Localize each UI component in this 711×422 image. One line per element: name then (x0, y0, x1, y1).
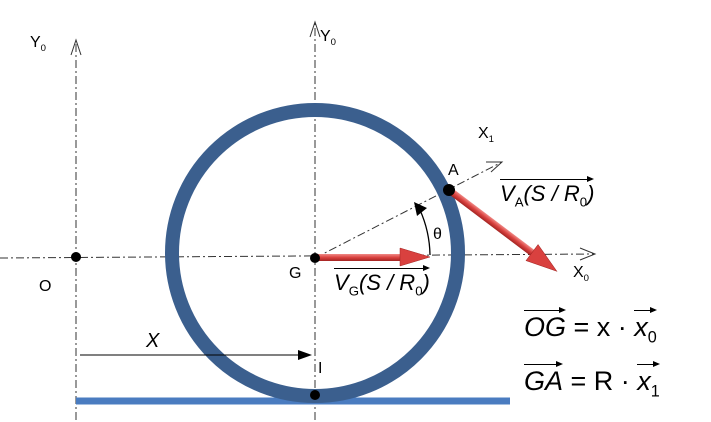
x-distance-arrowhead (298, 350, 312, 360)
x0-axis (0, 253, 596, 259)
theta-arrowhead (414, 202, 427, 216)
x0-label: X0 (573, 264, 590, 285)
y0-center-arrowhead (309, 20, 321, 38)
theta-label: θ (433, 226, 442, 243)
g-label: G (289, 265, 302, 282)
equation-og: OG = x · x0 (524, 306, 657, 347)
theta-arc (419, 209, 431, 256)
vg-vector (318, 247, 431, 267)
point-o (71, 252, 81, 262)
va-label: VA(S / R0) (500, 175, 595, 210)
origin-label: O (39, 278, 52, 295)
vg-label: VG(S / R0) (334, 264, 430, 299)
a-label: A (448, 162, 459, 179)
va-vector (446, 187, 558, 272)
x0-arrowhead (579, 247, 597, 261)
x1-axis (314, 161, 503, 259)
x1-arrowhead (486, 161, 504, 173)
point-i (310, 390, 320, 400)
x1-label: X1 (478, 125, 495, 146)
point-g (310, 253, 320, 263)
equation-ga: GA = R · x1 (524, 360, 660, 401)
y0-left-arrowhead (70, 38, 82, 56)
x-distance-label: X (146, 330, 160, 352)
i-label: I (318, 360, 323, 377)
y0-left-label: Y0 (30, 34, 47, 55)
y0-center-label: Y0 (320, 28, 337, 49)
point-a (443, 184, 455, 196)
